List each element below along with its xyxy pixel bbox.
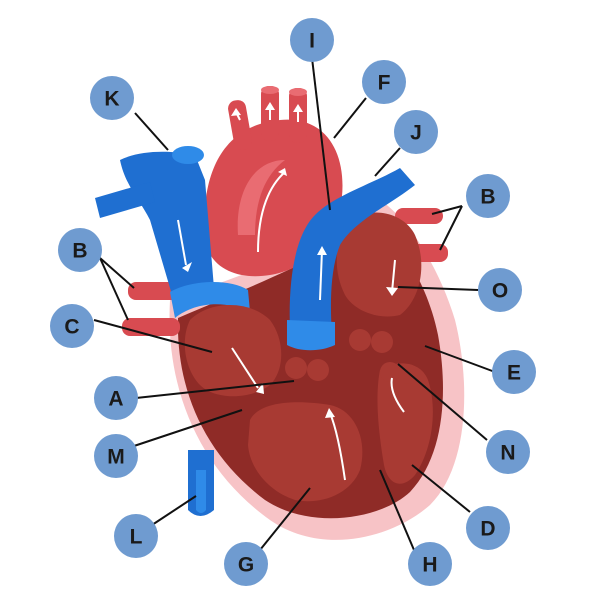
leader-C [93,319,213,353]
ivc-highlight [196,470,206,513]
label-O: O [478,268,522,312]
leader-K [134,112,169,151]
label-C-text: C [64,316,79,339]
label-M: M [94,434,138,478]
label-A: A [94,376,138,420]
label-J: J [394,110,438,154]
label-J-text: J [410,122,422,145]
label-badges: K I F J B O E N D H G L M A C B [50,18,536,586]
label-L: L [114,514,158,558]
branch-opening-2 [261,86,279,94]
flow-arrowheads [182,102,398,418]
label-H: H [408,542,452,586]
right-pulmonary-vein-upper [128,282,180,300]
leader-G [259,487,311,551]
label-L-text: L [130,526,143,549]
svc-band [170,281,250,318]
label-A-text: A [108,388,123,411]
label-K-text: K [104,88,119,111]
leader-H [379,469,415,551]
svc-side-branch [95,182,155,218]
leader-I [311,57,331,211]
svc-opening [172,146,204,164]
leader-F [333,97,367,139]
leader-B1b [99,257,129,321]
leader-E [424,345,496,373]
leader-D [411,464,471,513]
label-D: D [466,506,510,550]
label-G-text: G [238,554,254,577]
aorta-highlight [237,160,285,235]
label-B1-text: B [72,240,87,263]
label-K: K [90,76,134,120]
leader-lines [93,57,496,551]
label-H-text: H [422,554,437,577]
label-F: F [362,60,406,104]
label-N: N [486,430,530,474]
leader-A [135,380,295,399]
label-F-text: F [378,72,391,95]
label-G: G [224,542,268,586]
label-B2: B [466,174,510,218]
tricuspid-valve [285,357,329,381]
leader-B2a [431,205,463,215]
branch-opening-3 [289,88,307,96]
label-C: C [50,304,94,348]
right-pulmonary-vein-lower [122,318,180,336]
label-E: E [492,350,536,394]
left-pulmonary-vein-upper [395,208,443,224]
label-I: I [290,18,334,62]
label-E-text: E [507,362,521,385]
label-M-text: M [107,446,125,469]
label-D-text: D [480,518,495,541]
label-B1: B [58,228,102,272]
label-B2-text: B [480,186,495,209]
leader-N [397,363,488,441]
pulmonary-artery-band [287,320,335,351]
leader-O [397,286,479,291]
label-N-text: N [500,442,515,465]
leader-B2b [439,205,463,251]
leader-M [133,409,243,447]
leader-L [151,495,197,526]
label-O-text: O [492,280,508,303]
pulmonary-valve [349,329,393,353]
leader-J [374,147,401,177]
leader-B1a [99,257,135,289]
left-ventricle [377,363,433,484]
label-I-text: I [309,30,315,53]
left-atrium [336,212,422,317]
